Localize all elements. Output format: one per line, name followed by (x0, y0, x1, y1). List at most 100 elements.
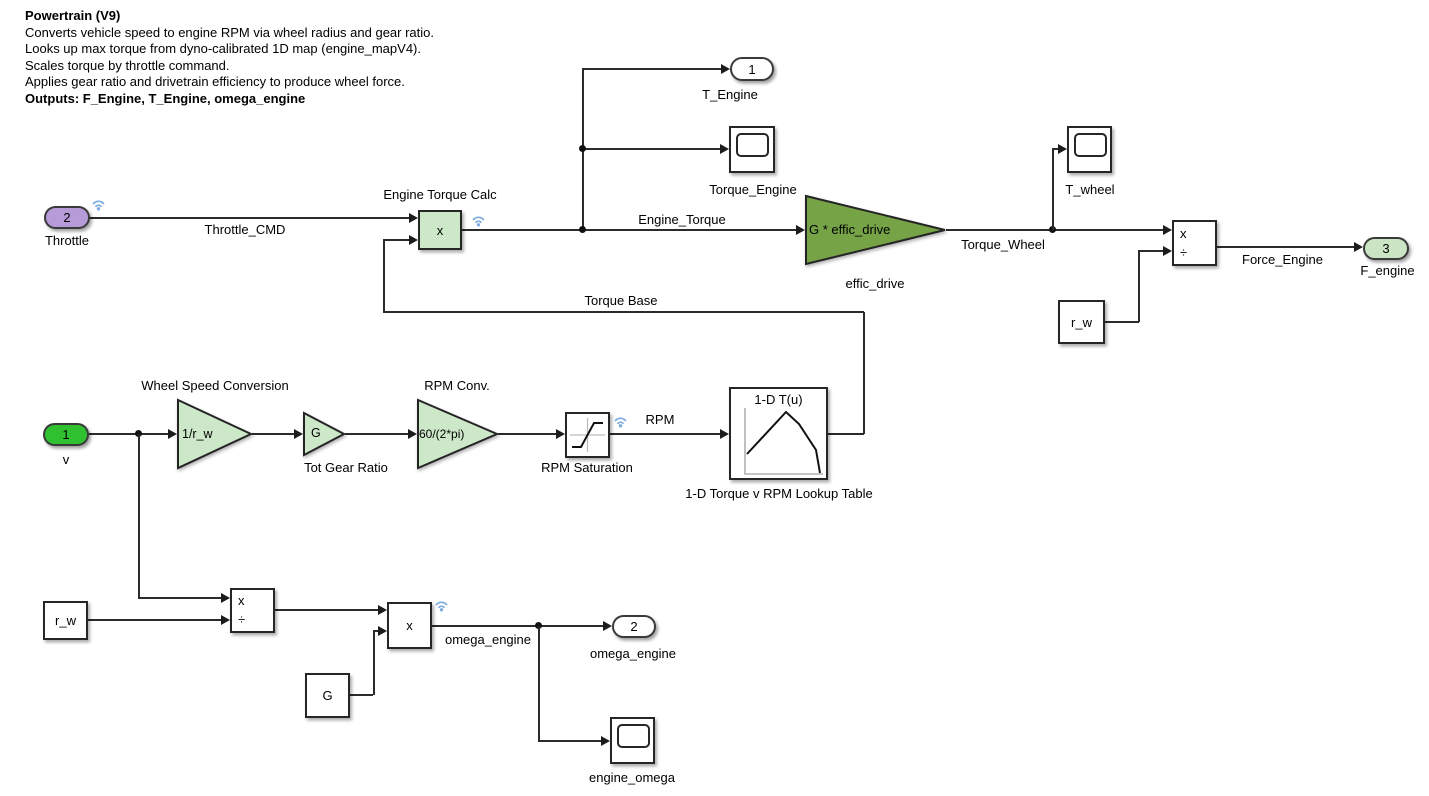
inport-throttle[interactable]: 2 (44, 206, 90, 229)
wire-torque-base (383, 311, 864, 313)
signal-label-rpm: RPM (645, 412, 675, 427)
arrowhead (168, 429, 177, 439)
arrowhead (721, 64, 730, 74)
outport-omega-engine-label: omega_engine (589, 646, 677, 661)
wire-rw-bottom (88, 619, 221, 621)
saturation-icon (570, 418, 605, 452)
scope-t-wheel[interactable] (1067, 126, 1112, 173)
lookup-table-block[interactable]: 1-D T(u) (729, 387, 828, 480)
gain-tot-gear-ratio[interactable] (303, 411, 347, 457)
outport-t-engine[interactable]: 1 (730, 57, 774, 81)
wire-torque-base (828, 433, 864, 435)
wire-v-to-product (138, 597, 221, 599)
outport-f-engine[interactable]: 3 (1363, 237, 1409, 260)
wire-engine-torque (582, 229, 796, 231)
multiply-op: x (406, 618, 413, 633)
product-engine-torque-calc-label: Engine Torque Calc (383, 187, 497, 202)
wire-throttle-cmd (90, 217, 409, 219)
arrowhead (221, 593, 230, 603)
wire-rw-to-divide (1105, 321, 1139, 323)
multiply-op: x (238, 593, 245, 608)
outport-t-engine-label: T_Engine (702, 87, 758, 102)
wire-rw-to-divide (1138, 251, 1140, 322)
wire-rw-to-divide (1138, 250, 1163, 252)
arrowhead (408, 429, 417, 439)
outport-t-engine-number: 1 (748, 61, 756, 77)
wire-g-const (350, 694, 373, 696)
scope-screen-icon (617, 724, 650, 748)
wire-v-signal (89, 433, 168, 435)
product-engine-torque-calc[interactable]: x (418, 210, 462, 250)
branch-dot (579, 145, 586, 152)
lookup-curve-icon (744, 408, 823, 475)
arrowhead (1163, 225, 1172, 235)
product-engine-omega[interactable]: x (387, 602, 432, 649)
scope-torque-engine[interactable] (729, 126, 775, 173)
signal-logging-icon (435, 601, 448, 612)
constant-g[interactable]: G (305, 673, 350, 718)
annotation-line: Applies gear ratio and drivetrain effici… (25, 74, 405, 89)
signal-label-omega-engine: omega_engine (444, 632, 532, 647)
wire-rpm (610, 433, 720, 435)
saturation-label: RPM Saturation (541, 460, 633, 475)
lookup-table-label: 1-D Torque v RPM Lookup Table (685, 486, 873, 501)
gain-wheel-speed-expr: 1/r_w (182, 427, 213, 441)
signal-logging-icon (472, 216, 485, 227)
wire-rpm-raw (498, 433, 556, 435)
gain-wheel-speed-label: Wheel Speed Conversion (141, 378, 289, 393)
gain-effic-drive-expr: G * effic_drive (809, 222, 891, 237)
scope-engine-omega-label: engine_omega (588, 770, 676, 785)
arrowhead (556, 429, 565, 439)
wire-engine-torque (462, 229, 583, 231)
wire-torque-base (383, 240, 385, 312)
wire-v-branch-down (138, 434, 140, 598)
signal-label-throttle-cmd: Throttle_CMD (204, 222, 286, 237)
arrowhead (1354, 242, 1363, 252)
wire-wheel-omega (275, 609, 378, 611)
gain-tot-gear-label: Tot Gear Ratio (304, 460, 388, 475)
inport-v[interactable]: 1 (43, 423, 89, 446)
scope-screen-icon (1074, 133, 1107, 157)
constant-r-w-value: r_w (1071, 314, 1092, 330)
constant-r-w-top[interactable]: r_w (1058, 300, 1105, 344)
outport-omega-engine[interactable]: 2 (612, 615, 656, 638)
product-wheel-omega[interactable]: x ÷ (230, 588, 275, 633)
signal-label-force-engine: Force_Engine (1242, 252, 1323, 267)
arrowhead (221, 615, 230, 625)
wire-gear-out (345, 433, 408, 435)
diagram-annotation: Powertrain (V9) Converts vehicle speed t… (25, 8, 434, 107)
gain-wheel-speed-conversion[interactable] (177, 398, 254, 470)
multiply-op: x (436, 222, 444, 238)
scope-torque-engine-label: Torque_Engine (709, 182, 797, 197)
divide-op: ÷ (1180, 245, 1188, 260)
signal-label-torque-base: Torque Base (584, 293, 658, 308)
signal-label-engine-torque: Engine_Torque (638, 212, 726, 227)
annotation-outputs: Outputs: F_Engine, T_Engine, omega_engin… (25, 90, 306, 106)
lookup-table-header: 1-D T(u) (754, 392, 803, 407)
wire-t-wheel-branch (1052, 149, 1054, 230)
scope-engine-omega[interactable] (610, 717, 655, 764)
signal-logging-icon (614, 417, 627, 428)
branch-dot (135, 430, 142, 437)
arrowhead (409, 235, 418, 245)
saturation-block[interactable] (565, 412, 610, 458)
inport-v-number: 1 (62, 427, 70, 442)
gain-rpm-conv[interactable] (417, 398, 500, 470)
wire-torque-base (383, 239, 409, 241)
divide-op: ÷ (238, 612, 246, 627)
arrowhead (603, 621, 612, 631)
wire-wheel-speed (252, 433, 294, 435)
wire-to-t-engine (582, 68, 721, 70)
branch-dot (579, 226, 586, 233)
annotation-line: Converts vehicle speed to engine RPM via… (25, 24, 435, 40)
wire-g-const (373, 631, 375, 695)
constant-r-w-bottom[interactable]: r_w (43, 601, 88, 640)
arrowhead (378, 605, 387, 615)
product-force-engine[interactable]: x ÷ (1172, 220, 1217, 266)
gain-effic-drive[interactable] (805, 194, 946, 266)
arrowhead (409, 213, 418, 223)
arrowhead (1058, 144, 1067, 154)
branch-dot (535, 622, 542, 629)
wire-to-torque-engine-scope (582, 148, 720, 150)
